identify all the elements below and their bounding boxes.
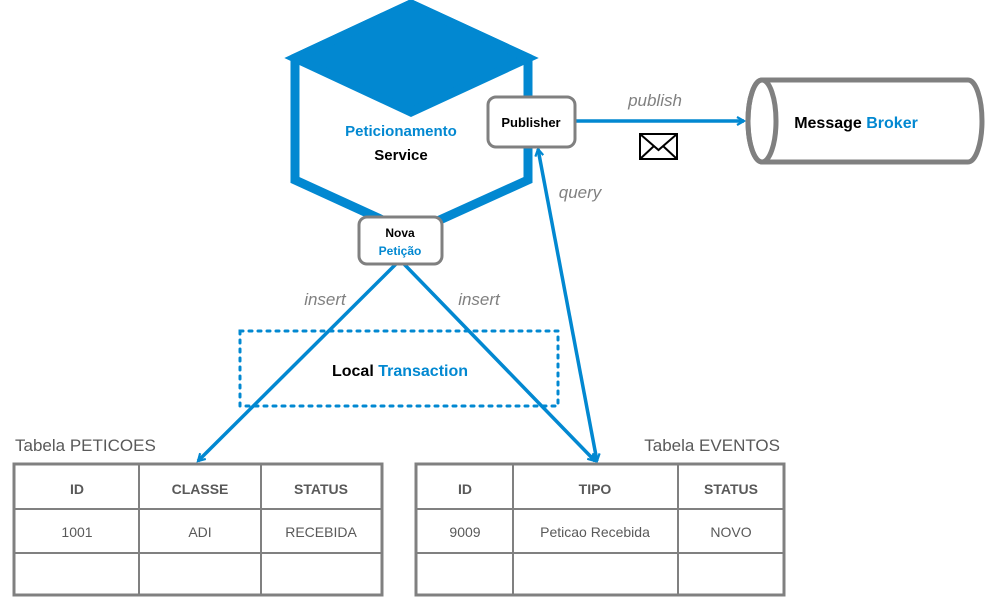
nova-peticao-line2: Petição xyxy=(379,244,422,258)
insert-label-right: insert xyxy=(458,290,501,309)
local-transaction-part2: Transaction xyxy=(378,363,468,380)
broker-label-part2: Broker xyxy=(866,115,918,132)
insert-arrow-left xyxy=(198,261,399,461)
peticoes-cell-status: RECEBIDA xyxy=(285,524,357,540)
publisher-label: Publisher xyxy=(501,115,560,130)
table-eventos-caption: Tabela EVENTOS xyxy=(644,436,780,455)
insert-arrow-right xyxy=(401,261,595,461)
eventos-header-tipo: TIPO xyxy=(579,481,612,497)
eventos-header-status: STATUS xyxy=(704,481,758,497)
local-transaction-label: Local Transaction xyxy=(332,363,468,380)
table-eventos xyxy=(414,462,786,597)
envelope-icon xyxy=(639,133,678,160)
local-transaction-box xyxy=(238,329,560,408)
eventos-cell-tipo: Peticao Recebida xyxy=(540,524,650,540)
publisher-box xyxy=(486,95,577,149)
eventos-header-id: ID xyxy=(458,481,472,497)
peticoes-cell-classe: ADI xyxy=(188,524,211,540)
peticoes-header-classe: CLASSE xyxy=(172,481,229,497)
peticoes-header-id: ID xyxy=(70,481,84,497)
nova-peticao-box xyxy=(357,215,444,266)
peticoes-header-status: STATUS xyxy=(294,481,348,497)
nova-peticao-line1: Nova xyxy=(385,226,415,240)
local-transaction-part1: Local xyxy=(332,363,374,380)
insert-label-left: insert xyxy=(304,290,347,309)
eventos-cell-id: 9009 xyxy=(449,524,480,540)
message-broker-cylinder xyxy=(745,77,985,165)
service-name-part1: Peticionamento xyxy=(345,123,457,140)
broker-label-part1: Message xyxy=(794,115,862,132)
eventos-cell-status: NOVO xyxy=(710,524,751,540)
service-name-part2: Service xyxy=(374,147,427,164)
query-arrow xyxy=(538,149,597,461)
query-label: query xyxy=(559,183,603,202)
broker-label: Message Broker xyxy=(794,115,918,132)
peticoes-cell-id: 1001 xyxy=(61,524,92,540)
table-peticoes-caption: Tabela PETICOES xyxy=(15,436,156,455)
table-peticoes xyxy=(12,462,384,597)
publish-label: publish xyxy=(627,91,682,110)
